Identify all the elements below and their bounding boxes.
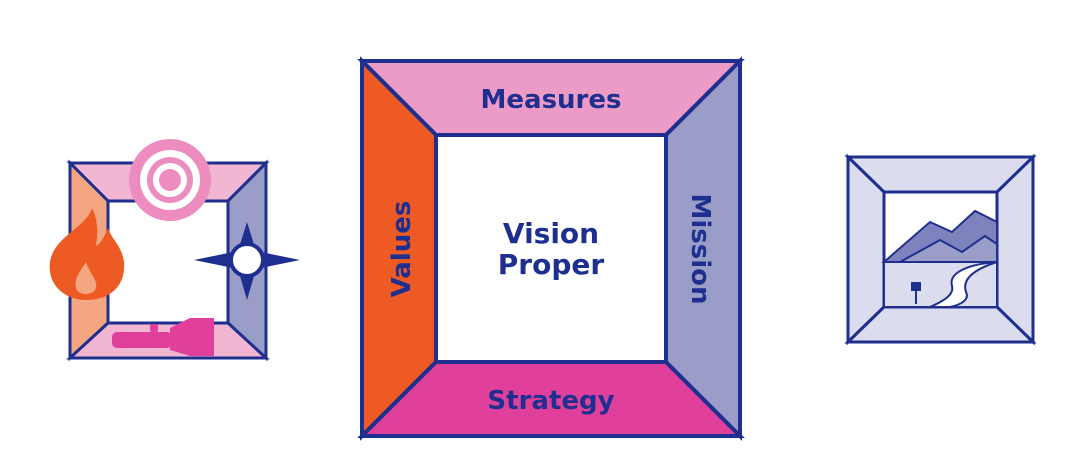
flame-icon	[49, 208, 125, 300]
center-frame: Measures Strategy Values Mission Vision …	[357, 56, 745, 441]
mission-label: Mission	[685, 193, 715, 304]
landscape-icon	[881, 209, 998, 308]
proper-label: Proper	[498, 248, 605, 281]
target-icon	[129, 139, 211, 221]
left-icon-frame	[49, 139, 300, 362]
measures-label: Measures	[481, 85, 622, 115]
values-label: Values	[387, 201, 417, 298]
compass-star-icon	[194, 222, 300, 300]
right-picture-frame	[844, 153, 1037, 346]
vision-proper-window	[434, 133, 668, 364]
vision-label: Vision	[503, 217, 599, 250]
flashlight-icon	[112, 318, 214, 356]
strategy-label: Strategy	[487, 386, 614, 416]
